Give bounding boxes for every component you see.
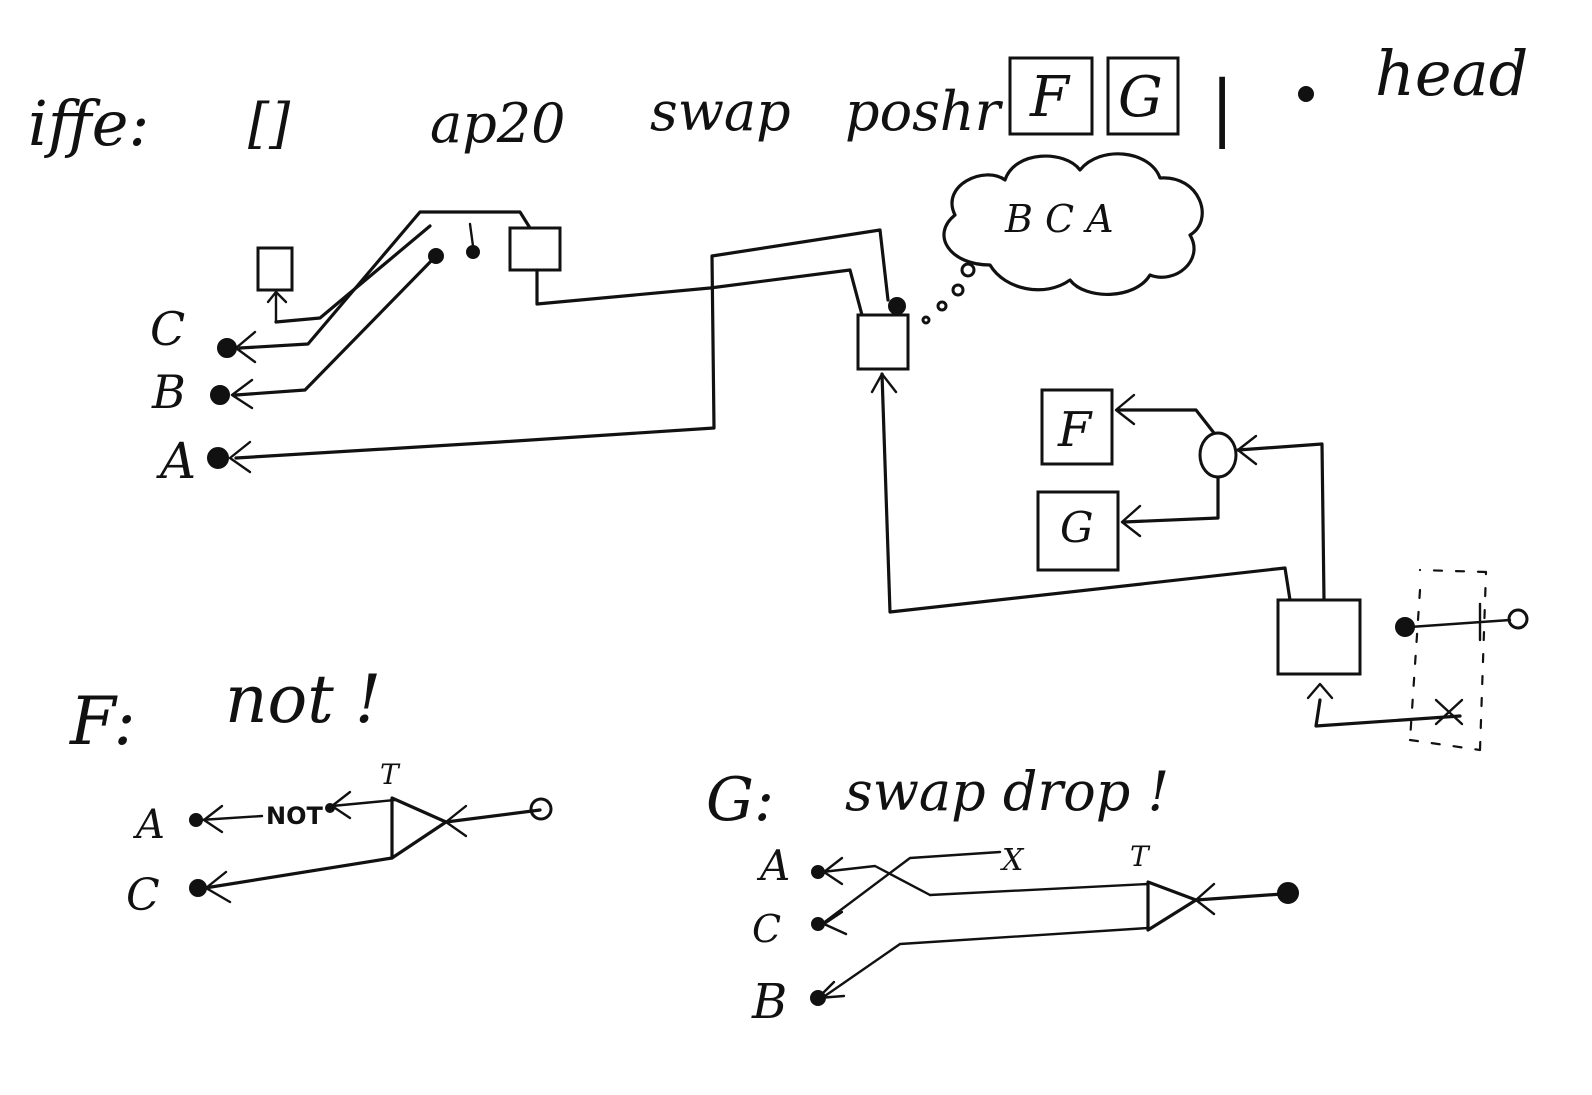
header-token-empty-list: [] <box>248 92 291 155</box>
input-label-a: A <box>156 432 196 490</box>
thought-dot-2 <box>936 300 948 312</box>
g-t-label: T <box>1130 840 1151 873</box>
wire-ap20-out <box>535 268 864 317</box>
list-node <box>1198 431 1238 479</box>
ap20-port-1 <box>428 248 444 264</box>
input-dot-b <box>210 385 230 405</box>
swap-box-top-dot <box>888 297 906 315</box>
g-wire-top <box>928 882 1150 897</box>
header-quote-g-label: G <box>1118 65 1163 130</box>
g-x-label: X <box>1000 843 1025 878</box>
head-out-dot-right <box>1507 608 1529 630</box>
input-dot-a <box>207 447 229 469</box>
wire-node-to-f <box>1116 408 1216 435</box>
swap-box <box>856 313 910 371</box>
g-wire-b <box>820 926 1150 1000</box>
header-token-poshr: poshr <box>845 80 1004 143</box>
f-wire-a <box>198 814 264 822</box>
wire-head-in <box>1314 698 1462 728</box>
quote-g-box <box>1036 490 1120 572</box>
thought-dot-3 <box>951 283 965 297</box>
f-not-label: NOT <box>266 802 323 830</box>
head-out-wire <box>1408 602 1512 642</box>
header-quote-g-box <box>1106 56 1180 136</box>
arrowhead-c <box>234 330 257 364</box>
ap20-port-2 <box>466 245 480 259</box>
f-wire-in <box>444 808 542 824</box>
f-t-label: T <box>380 758 401 791</box>
thought-dot-4 <box>960 262 976 278</box>
arrowhead-node <box>1236 434 1258 466</box>
g-wire-in <box>1194 892 1284 902</box>
g-output-label-a: A <box>756 841 790 890</box>
f-output-label-c: C <box>126 870 160 921</box>
wire-node-to-g <box>1122 475 1220 524</box>
dashed-region <box>1408 568 1488 752</box>
head-box <box>1276 598 1362 676</box>
header-dot <box>1298 86 1314 102</box>
wire-c <box>238 210 532 350</box>
input-label-b: B <box>151 365 186 419</box>
g-arrowhead-in <box>1194 882 1216 916</box>
quote-g-label: G <box>1060 503 1094 552</box>
g-arrowhead-a <box>822 856 844 886</box>
header-token-head: head <box>1375 37 1528 110</box>
wire-node-in <box>1236 442 1326 602</box>
f-section-title: F: <box>69 683 136 760</box>
wire-swap-to-head <box>880 372 1292 614</box>
header-title: iffe: <box>28 87 149 160</box>
quote-f-box <box>1040 388 1114 466</box>
header-quote-f-label: F <box>1029 65 1071 130</box>
f-section-code: not ! <box>225 661 381 738</box>
g-wire-a <box>820 864 932 897</box>
x-mark-head <box>1434 698 1464 726</box>
wire-a <box>234 228 890 460</box>
f-arrowhead-c <box>204 870 232 904</box>
wire-empty-list <box>274 224 432 324</box>
arrowhead-head-in <box>1306 682 1334 700</box>
input-label-c: C <box>150 302 185 356</box>
arrowhead-f <box>1114 393 1136 426</box>
wire-b <box>234 254 438 397</box>
empty-list-arrow <box>266 290 288 324</box>
f-wire-c <box>203 856 394 890</box>
quote-f-label: F <box>1057 402 1093 458</box>
g-section-title: G: <box>706 765 774 835</box>
ap20-port-stem <box>468 222 475 248</box>
g-arrowhead-c <box>822 910 848 936</box>
empty-list-box <box>256 246 294 292</box>
arrowhead-g <box>1120 504 1142 538</box>
input-dot-c <box>217 338 237 358</box>
f-wire-not <box>330 798 397 808</box>
g-output-label-c: C <box>752 907 781 951</box>
f-input-dot <box>529 797 553 821</box>
ap20-box <box>508 226 562 272</box>
f-triangle <box>390 796 448 860</box>
g-wire-c <box>820 850 1002 926</box>
header-token-ap20: ap20 <box>430 92 565 155</box>
thought-dot-1 <box>921 315 931 325</box>
f-arrowhead-in <box>444 804 468 838</box>
arrowhead-a <box>228 440 252 474</box>
f-output-label-a: A <box>132 802 165 848</box>
header-token-swap: swap <box>650 80 791 143</box>
f-arrowhead-not <box>330 790 352 820</box>
g-input-dot <box>1277 882 1299 904</box>
g-section-code: swap drop ! <box>845 760 1169 823</box>
thought-cloud <box>942 152 1204 297</box>
cloud-text: B C A <box>1004 197 1114 241</box>
header-token-pipe: | <box>1210 65 1234 149</box>
g-output-label-b: B <box>751 974 787 1030</box>
f-arrowhead-a <box>202 804 224 834</box>
g-arrowhead-b <box>816 980 846 1000</box>
g-triangle <box>1146 880 1198 932</box>
header-quote-f-box <box>1008 56 1094 136</box>
arrowhead-b <box>230 378 254 410</box>
